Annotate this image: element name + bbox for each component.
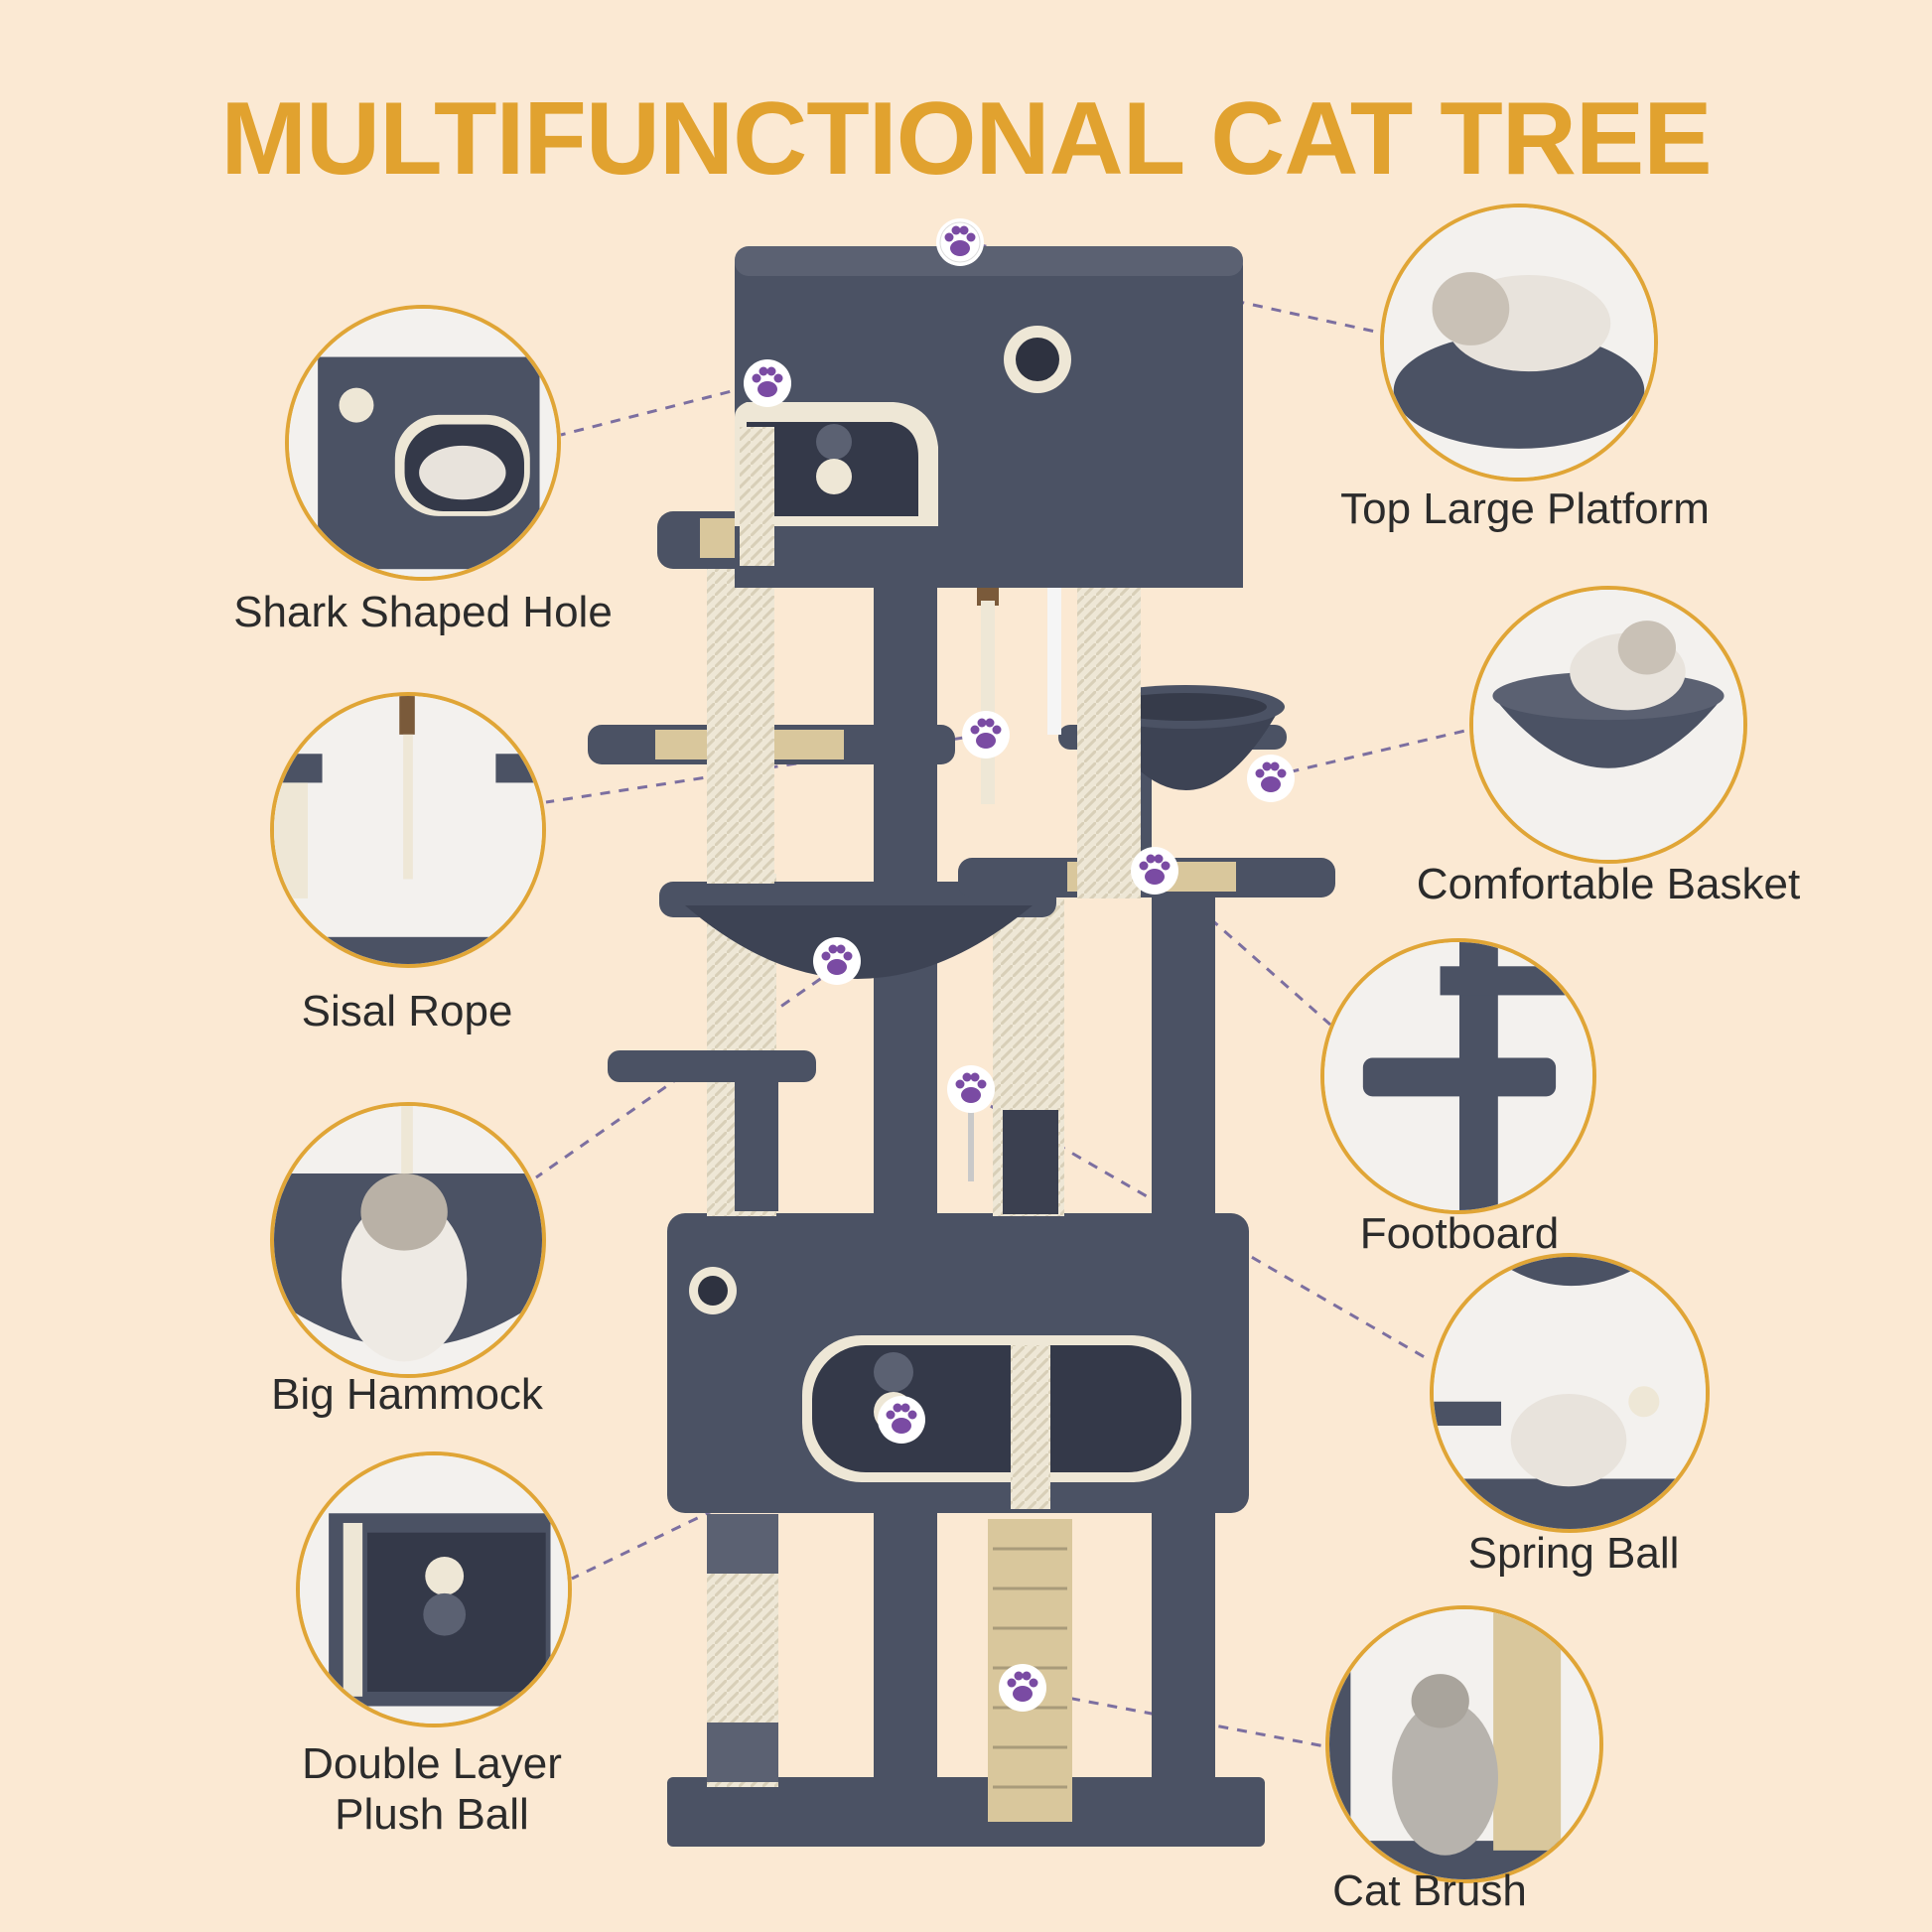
detail-photo-shark-shaped-hole — [285, 305, 561, 581]
detail-photo-cat-brush — [1325, 1605, 1603, 1883]
paw-icon — [878, 1396, 925, 1444]
label-sisal-rope: Sisal Rope — [301, 987, 513, 1035]
detail-photo-big-hammock — [270, 1102, 546, 1378]
paw-markers — [744, 218, 1295, 1712]
label-footboard: Footboard — [1359, 1209, 1560, 1258]
paw-icon — [1131, 847, 1178, 895]
label-shark-shaped-hole: Shark Shaped Hole — [233, 588, 613, 636]
label-top-large-platform: Top Large Platform — [1340, 484, 1710, 533]
detail-photo-top-large-platform — [1380, 204, 1658, 482]
paw-icon — [936, 218, 984, 266]
paw-icon — [1247, 755, 1295, 802]
label-spring-ball: Spring Ball — [1467, 1529, 1680, 1578]
detail-photo-spring-ball — [1430, 1253, 1710, 1533]
paw-icon — [813, 937, 861, 985]
paw-icon — [962, 711, 1010, 759]
label-cat-brush: Cat Brush — [1332, 1866, 1527, 1915]
label-line: Double Layer — [302, 1739, 562, 1788]
label-big-hammock: Big Hammock — [271, 1370, 543, 1419]
label-line: Plush Ball — [335, 1789, 529, 1839]
page-title: MULTIFUNCTIONAL CAT TREE — [220, 81, 1712, 197]
paw-icon — [744, 359, 791, 407]
paw-icon — [999, 1664, 1046, 1712]
detail-photo-double-layer-plush-ball — [296, 1451, 572, 1727]
detail-photo-comfortable-basket — [1469, 586, 1747, 864]
paw-icon — [947, 1065, 995, 1113]
label-double-layer-plush-ball: Double Layer Plush Ball — [258, 1739, 606, 1840]
detail-photo-footboard — [1320, 938, 1596, 1214]
label-comfortable-basket: Comfortable Basket — [1416, 860, 1801, 908]
detail-photo-sisal-rope — [270, 692, 546, 968]
